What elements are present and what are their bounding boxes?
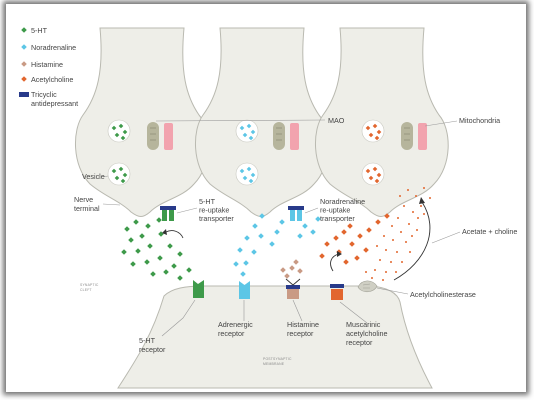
synaptic-cleft-label: SYNAPTIC CLEFT (80, 283, 100, 292)
acetylcholinesterase-enzyme (357, 280, 378, 293)
vesicle-label: Vesicle (82, 172, 105, 181)
vesicle-na-lower (235, 162, 259, 186)
postsynaptic-neuron (117, 285, 433, 389)
na-reuptake-leader (304, 207, 319, 214)
postsynaptic-membrane-label: POSTSYNAPTIC MEMBRANE (263, 357, 293, 366)
histamine-block-arrow (285, 278, 301, 286)
ht-receptor-label: 5-HT receptor (139, 336, 166, 354)
muscarinic-receptor-label: Muscarinic acetylcholine receptor (346, 320, 390, 347)
legend-swatch-5ht (21, 27, 27, 33)
mao-3 (418, 123, 427, 150)
mitochondrion-1 (147, 122, 159, 150)
histamine-receptor-leader (292, 299, 303, 322)
mitochondrion-3 (401, 122, 413, 150)
vesicle-na-upper (235, 119, 259, 143)
legend: 5-HT Noradrenaline Histamine Acetylcholi… (19, 26, 78, 108)
5ht-receptor (193, 280, 204, 298)
reuptake-arrow-5ht (162, 229, 184, 239)
histamine-receptor-label: Histamine receptor (287, 320, 321, 338)
vesicle-5ht-upper (107, 119, 131, 143)
mao-leader (155, 119, 326, 122)
na-reuptake-transporter (288, 206, 304, 221)
legend-label-histamine: Histamine (31, 60, 63, 69)
nerve-terminal-leader (102, 203, 121, 206)
legend-swatch-histamine (21, 61, 27, 67)
histamine-molecules (280, 259, 303, 279)
mao-label: MAO (328, 116, 345, 125)
nerve-terminal-label: Nerve terminal (74, 195, 100, 213)
mao-1 (164, 123, 173, 150)
acetate-choline-label: Acetate + choline (462, 227, 517, 236)
ach-release-arrow (330, 251, 342, 272)
acetylcholinesterase-leader (376, 287, 409, 295)
legend-label-5ht: 5-HT (31, 26, 48, 35)
legend-label-acetylcholine: Acetylcholine (31, 75, 73, 84)
legend-swatch-noradrenaline (21, 44, 27, 50)
legend-swatch-acetylcholine (21, 76, 27, 82)
adrenergic-receptor (239, 281, 250, 299)
legend-label-tricyclic: Tricyclic antidepressant (31, 90, 78, 108)
ht-reuptake-label: 5-HT re-uptake transporter (199, 197, 234, 223)
ht-receptor-leader (161, 299, 196, 337)
ht-reuptake-leader (176, 207, 198, 214)
muscarinic-receptor (330, 284, 344, 300)
acetate-leader (431, 231, 461, 244)
vesicle-leader (102, 175, 109, 178)
acetylcholinesterase-label: Acetylcholinesterase (410, 290, 476, 299)
5ht-reuptake-transporter (160, 206, 176, 221)
mitochondria-leader (424, 120, 458, 127)
mitochondrion-2 (273, 122, 285, 150)
muscarinic-leader (339, 301, 368, 324)
mao-2 (290, 123, 299, 150)
mitochondria-label: Mitochondria (459, 116, 500, 125)
choline-recycle-arrow (393, 197, 431, 281)
presynaptic-terminal-2 (194, 27, 329, 217)
presynaptic-terminal-1 (74, 27, 209, 217)
vesicle-ach-upper (361, 119, 385, 143)
acetate-choline-dots (365, 187, 431, 281)
5ht-molecules (121, 217, 192, 281)
legend-label-noradrenaline: Noradrenaline (31, 43, 76, 52)
na-reuptake-label: Noradrenaline re-uptake transporter (320, 197, 367, 223)
vesicle-5ht-lower (107, 162, 131, 186)
adrenergic-receptor-label: Adrenergic receptor (218, 320, 255, 338)
na-molecules (233, 213, 321, 277)
histamine-receptor (286, 285, 300, 299)
vesicle-ach-lower (361, 162, 385, 186)
presynaptic-terminal-3 (314, 27, 449, 217)
legend-swatch-tricyclic (19, 92, 29, 97)
